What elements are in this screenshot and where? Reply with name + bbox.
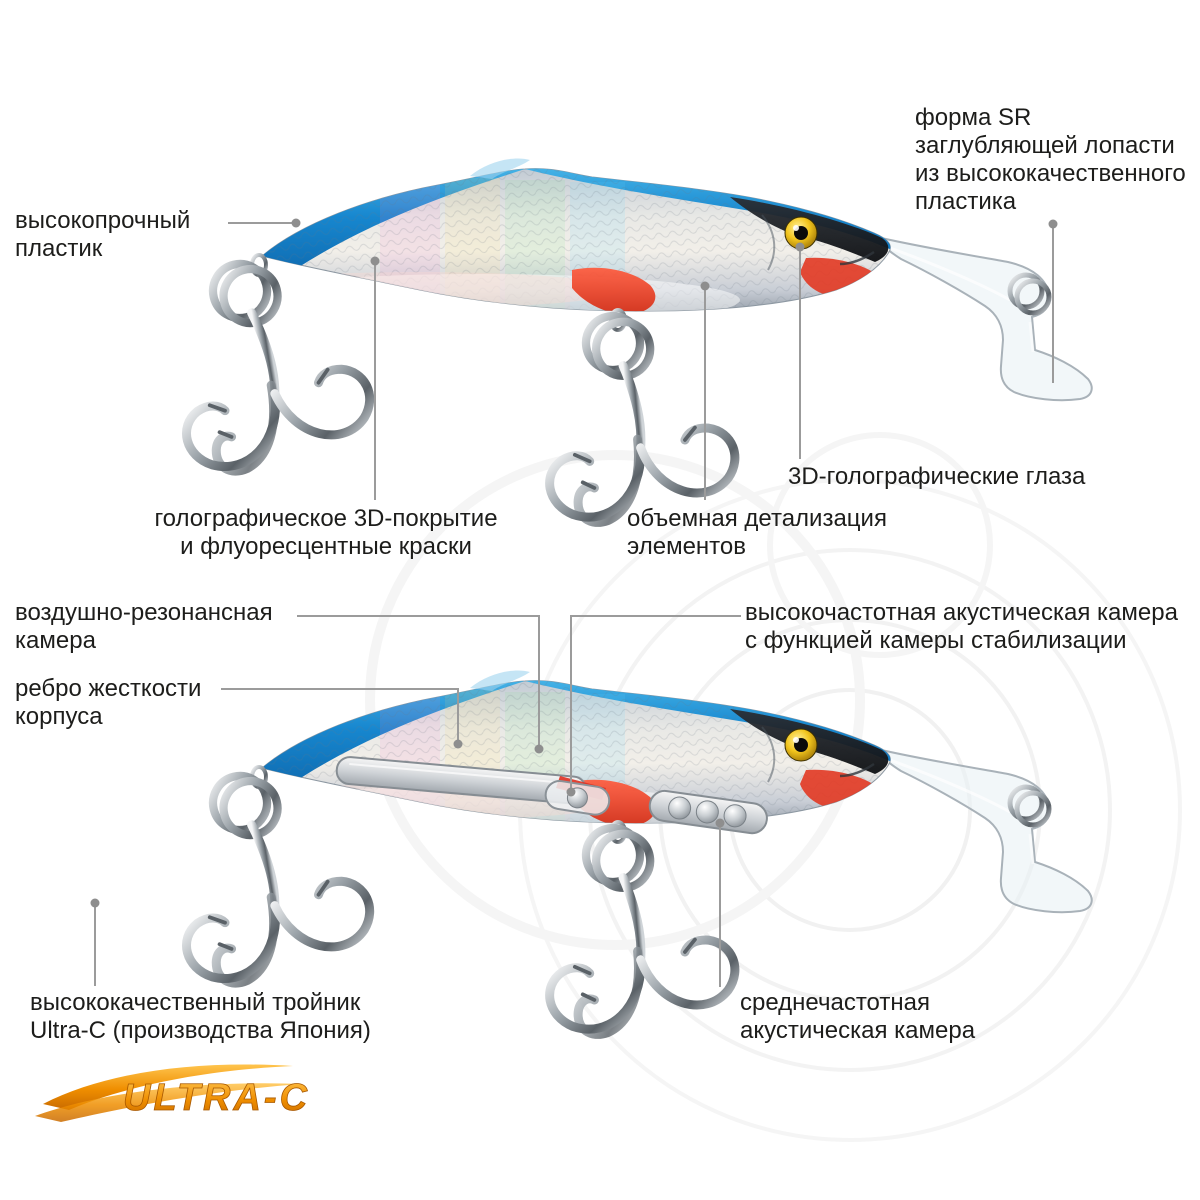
lure-bottom-view (149, 652, 1092, 1042)
front-treble-hook (149, 240, 380, 481)
lure-body (260, 158, 891, 312)
label-mf-chamber: среднечастотная акустическая камера (740, 989, 976, 1044)
label-high-strength-plastic: высокопрочный пластик (15, 207, 191, 262)
dorsal-fin (470, 158, 530, 179)
logo-text: ULTRA-C (123, 1077, 310, 1119)
label-holo-coating: голографическое 3D-покрытие и флуоресцен… (154, 505, 498, 560)
label-holo-eyes: 3D-голографические глаза (788, 463, 1086, 490)
label-sr-lip: форма SR заглубляющей лопасти из высокок… (915, 104, 1186, 215)
label-volumetric-detail: объемная детализация элементов (627, 505, 887, 560)
diving-lip (875, 235, 1093, 402)
callout-dots (90, 218, 1058, 908)
logo-swoosh-icon (35, 1064, 303, 1122)
label-body-rib: ребро жесткости корпуса (15, 675, 202, 730)
label-hf-chamber: высокочастотная акустическая камера с фу… (745, 599, 1178, 654)
ultra-c-logo: ULTRA-C (35, 1058, 355, 1130)
mid-frequency-chamber (648, 789, 768, 835)
line-tie-ring (1007, 272, 1045, 310)
mid-treble-hook (522, 299, 742, 530)
red-fin (572, 267, 656, 312)
callout-lines (94, 222, 1054, 987)
label-treble-hook: высококачественный тройник Ultra-C (прои… (30, 989, 371, 1044)
air-resonance-chamber (335, 756, 587, 805)
internal-chambers (335, 756, 768, 835)
holographic-eye-icon (784, 216, 818, 250)
label-air-chamber: воздушно-резонансная камера (15, 599, 273, 654)
